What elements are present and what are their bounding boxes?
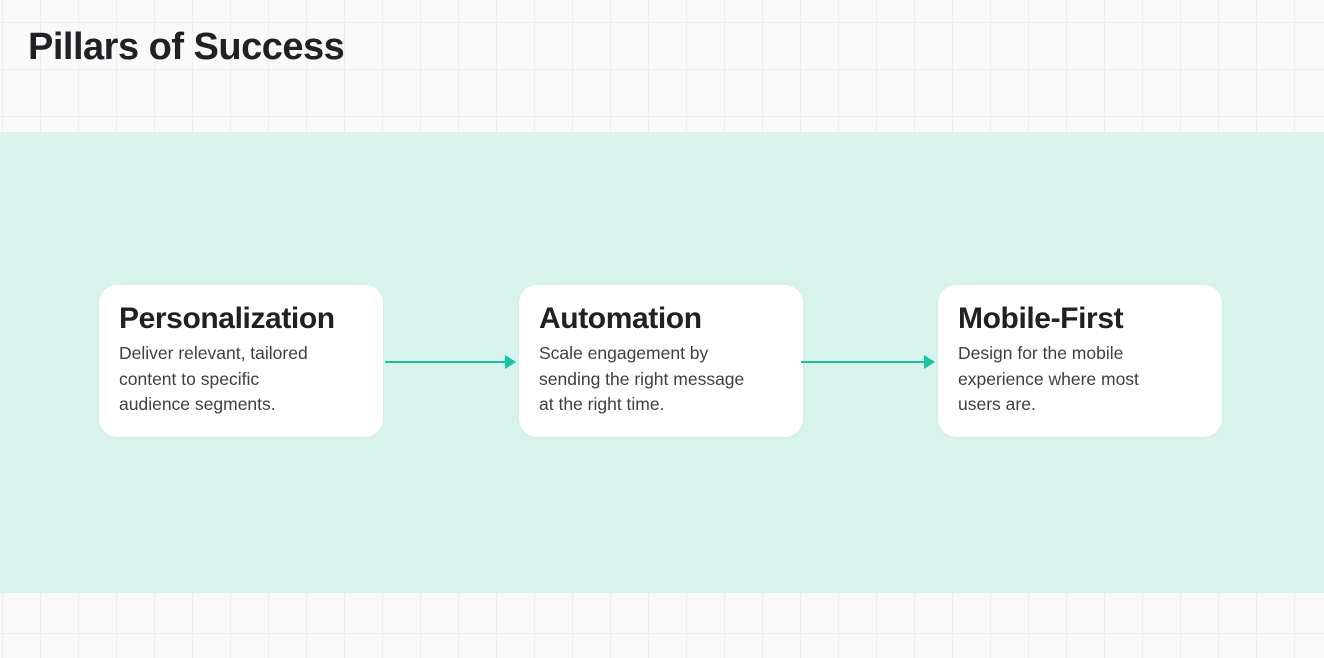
arrow-right-icon xyxy=(505,355,516,369)
connector-arrow-1 xyxy=(385,355,516,369)
pillar-card-mobile-first: Mobile-First Design for the mobile exper… xyxy=(938,285,1222,437)
pillar-card-personalization: Personalization Deliver relevant, tailor… xyxy=(99,285,383,437)
pillar-title: Automation xyxy=(539,302,702,335)
pillar-title: Personalization xyxy=(119,302,335,335)
pillar-card-automation: Automation Scale engagement by sending t… xyxy=(519,285,803,437)
arrow-right-icon xyxy=(924,355,935,369)
pillar-description: Deliver relevant, tailored content to sp… xyxy=(119,343,308,414)
pillar-description: Scale engagement by sending the right me… xyxy=(539,343,745,414)
connector-arrow-2 xyxy=(801,355,935,369)
arrow-line xyxy=(801,361,924,363)
arrow-line xyxy=(385,361,505,363)
page-title: Pillars of Success xyxy=(28,26,345,68)
pillar-description: Design for the mobile experience where m… xyxy=(958,343,1139,414)
pillar-title: Mobile-First xyxy=(958,302,1124,335)
